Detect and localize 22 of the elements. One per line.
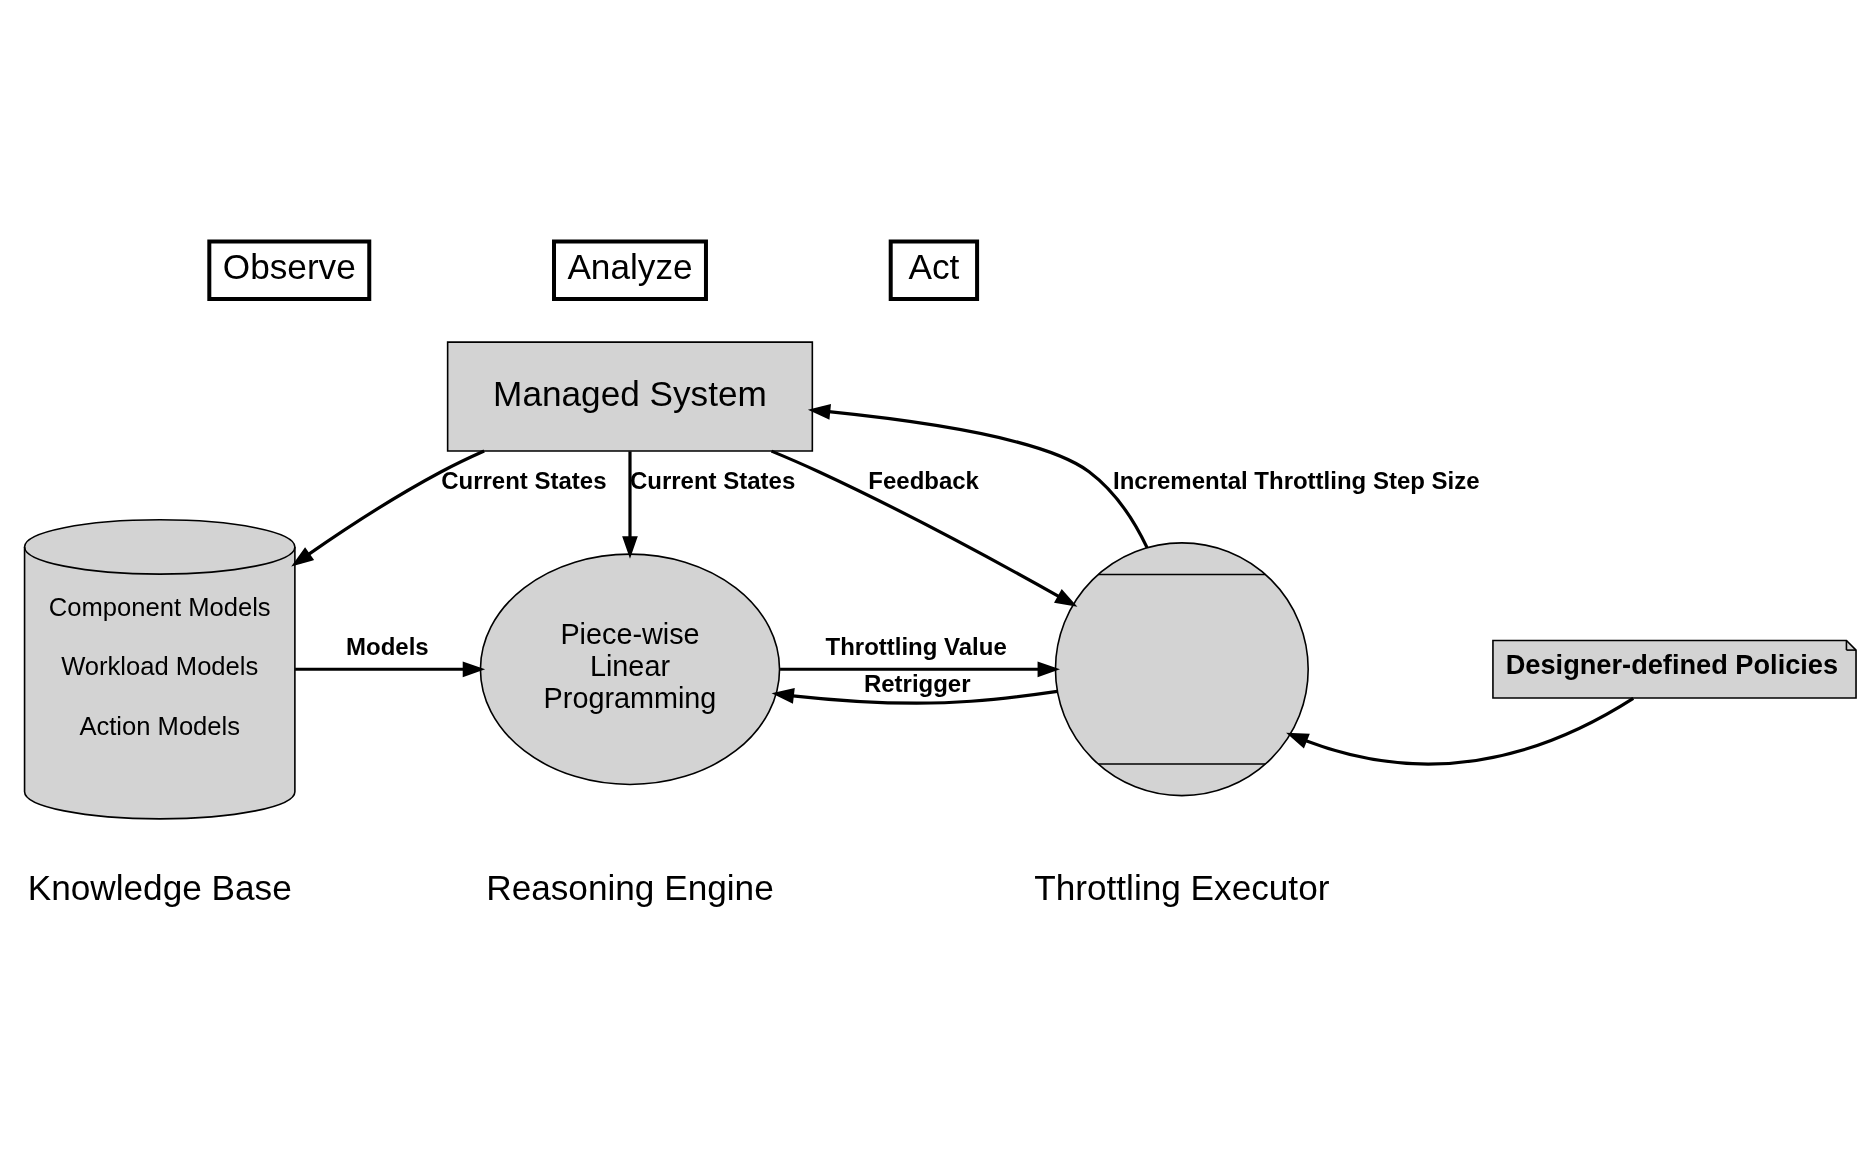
edge-label: Incremental Throttling Step Size — [1113, 466, 1480, 494]
arrow — [807, 403, 1149, 548]
arrow — [771, 687, 1058, 705]
node-box: Observe — [207, 238, 372, 301]
edge-label: Retrigger — [863, 669, 971, 697]
node-ellipse: Piece-wise Linear Programming — [479, 552, 781, 785]
arrow — [780, 660, 1060, 677]
node-box: Act — [888, 238, 980, 301]
node-label: Throttling Executor — [1034, 867, 1330, 907]
arrow — [1286, 696, 1635, 765]
node-box: Analyze — [552, 238, 708, 301]
edge-label: Current States — [441, 466, 607, 494]
edge-label: Feedback — [868, 466, 979, 494]
arrow — [770, 449, 1078, 607]
node-box: Managed System — [446, 340, 814, 452]
node-label: Knowledge Base — [27, 867, 292, 907]
arrow — [295, 660, 486, 677]
edge-label: Throttling Value — [825, 632, 1007, 660]
edge-label: Models — [346, 632, 429, 660]
arrow — [291, 449, 485, 567]
node-label: Reasoning Engine — [486, 867, 774, 907]
arrow — [622, 450, 638, 559]
